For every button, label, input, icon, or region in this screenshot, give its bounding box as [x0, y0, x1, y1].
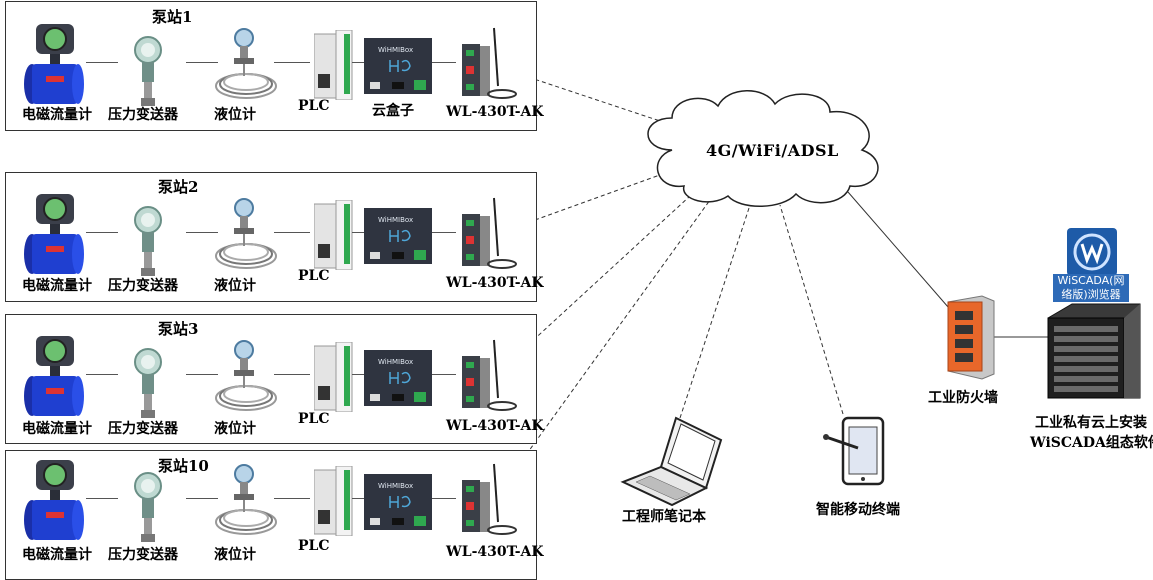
link-firewall	[847, 191, 956, 316]
plc-icon	[313, 465, 354, 540]
router-label: WL-430T-AK	[446, 104, 544, 120]
firewall-label: 工业防火墙	[928, 390, 998, 406]
server-icon	[1047, 303, 1141, 399]
station-title: 泵站3	[158, 320, 199, 338]
level-label: 液位计	[214, 107, 256, 123]
pressure-transmitter-icon	[128, 36, 168, 114]
pressure-transmitter-icon	[128, 348, 168, 426]
plc-icon	[313, 29, 354, 104]
server-label-line2: WiSCADA组态软件	[1030, 435, 1153, 451]
router-label: WL-430T-AK	[446, 275, 544, 291]
device-link	[274, 374, 310, 375]
router-icon	[458, 196, 522, 274]
laptop-icon	[620, 416, 723, 507]
device-link	[352, 232, 364, 233]
pressure-transmitter-icon	[128, 206, 168, 284]
link-tablet	[779, 204, 844, 415]
device-link	[86, 374, 118, 375]
device-link	[186, 374, 218, 375]
level-meter-icon	[214, 340, 284, 418]
cloud-box-icon: WiHMIBox	[364, 350, 434, 412]
device-link	[352, 374, 364, 375]
pressure-label: 压力变送器	[108, 107, 178, 123]
pressure-label: 压力变送器	[108, 278, 178, 294]
device-link	[432, 232, 456, 233]
device-link	[186, 232, 218, 233]
plc-icon	[313, 341, 354, 416]
station-title: 泵站2	[158, 178, 199, 196]
level-label: 液位计	[214, 278, 256, 294]
plc-label: PLC	[298, 98, 330, 114]
cloud-icon	[647, 90, 879, 207]
router-icon	[458, 338, 522, 416]
plc-label: PLC	[298, 268, 330, 284]
station-2-panel	[5, 172, 537, 302]
link-station-1	[521, 74, 673, 126]
pressure-transmitter-icon	[128, 472, 168, 550]
svg-text:WiHMIBox: WiHMIBox	[378, 358, 413, 366]
level-meter-icon	[214, 198, 284, 276]
flowmeter-icon	[24, 194, 84, 278]
firewall-icon	[947, 295, 995, 380]
flowmeter-label: 电磁流量计	[22, 421, 92, 437]
device-link	[86, 232, 118, 233]
tablet-icon	[823, 416, 885, 486]
device-link	[274, 498, 310, 499]
device-link	[86, 498, 118, 499]
device-link	[86, 62, 118, 63]
link-station-10	[517, 199, 711, 467]
device-link	[432, 62, 456, 63]
plc-label: PLC	[298, 411, 330, 427]
device-link	[352, 498, 364, 499]
station-3-panel	[5, 314, 537, 444]
pressure-label: 压力变送器	[108, 421, 178, 437]
box-label: 云盒子	[372, 103, 414, 119]
cloud-label: 4G/WiFi/ADSL	[706, 141, 839, 160]
device-link	[186, 62, 218, 63]
router-label: WL-430T-AK	[446, 418, 544, 434]
level-meter-icon	[214, 464, 284, 542]
flowmeter-label: 电磁流量计	[22, 547, 92, 563]
device-link	[274, 232, 310, 233]
router-icon	[458, 26, 522, 104]
link-station-2	[534, 171, 669, 221]
flowmeter-icon	[24, 24, 84, 108]
tablet-label: 智能移动终端	[816, 502, 900, 518]
svg-text:WiHMIBox: WiHMIBox	[378, 46, 413, 54]
device-link	[352, 62, 364, 63]
station-title: 泵站1	[152, 8, 193, 26]
device-link	[274, 62, 310, 63]
laptop-label: 工程师笔记本	[622, 509, 706, 525]
station-title: 泵站10	[158, 457, 209, 475]
flowmeter-icon	[24, 336, 84, 420]
level-label: 液位计	[214, 547, 256, 563]
shortcut-label: WiSCADA(网 络版)浏览器	[1053, 274, 1129, 302]
level-meter-icon	[214, 28, 284, 106]
flowmeter-icon	[24, 460, 84, 544]
device-link	[432, 498, 456, 499]
router-icon	[458, 462, 522, 540]
wiscada-logo-icon	[1067, 228, 1117, 276]
server-label-line1: 工业私有云上安装	[1035, 415, 1147, 431]
svg-text:WiHMIBox: WiHMIBox	[378, 482, 413, 490]
cloud-box-icon: WiHMIBox	[364, 474, 434, 536]
router-label: WL-430T-AK	[446, 544, 544, 560]
station-1-panel	[5, 1, 537, 131]
cloud-box-icon: WiHMIBox	[364, 38, 434, 100]
link-station-3	[527, 195, 691, 346]
flowmeter-label: 电磁流量计	[22, 107, 92, 123]
device-link	[432, 374, 456, 375]
cloud-box-icon: WiHMIBox	[364, 208, 434, 270]
svg-text:WiHMIBox: WiHMIBox	[378, 216, 413, 224]
server-label: 工业私有云上安装 WiSCADA组态软件	[1030, 412, 1153, 452]
level-label: 液位计	[214, 421, 256, 437]
plc-icon	[313, 199, 354, 274]
plc-label: PLC	[298, 538, 330, 554]
flowmeter-label: 电磁流量计	[22, 278, 92, 294]
wiscada-browser-shortcut[interactable]: WiSCADA(网 络版)浏览器	[1053, 224, 1129, 302]
device-link	[186, 498, 218, 499]
link-laptop	[679, 204, 751, 419]
pressure-label: 压力变送器	[108, 547, 178, 563]
